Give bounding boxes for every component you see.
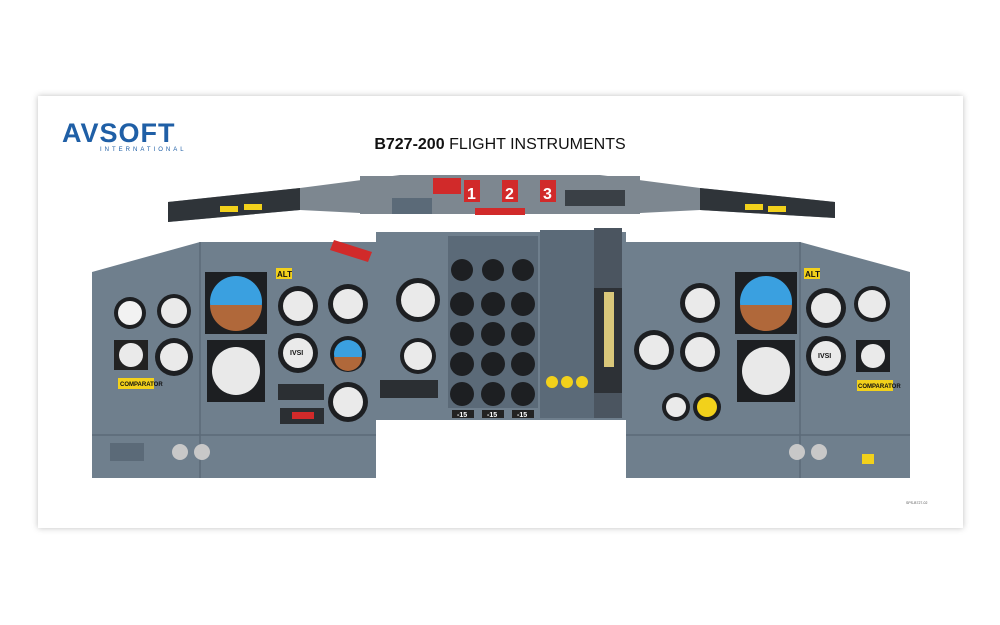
right-instruments: ALT IVSI COMPARATOR: [634, 268, 901, 421]
ivsi-right-label: IVSI: [818, 353, 831, 360]
glareshield: 1 2 3: [168, 175, 835, 222]
page-title: B727-200 FLIGHT INSTRUMENTS: [300, 136, 700, 154]
left-instruments: COMPARATOR ALT IVSI: [114, 240, 372, 424]
n1-readout-3: -15: [517, 412, 527, 419]
comparator-left-label: COMPARATOR: [120, 382, 163, 388]
title-rest: FLIGHT INSTRUMENTS: [449, 136, 626, 153]
comparator-right-label: COMPARATOR: [858, 384, 901, 390]
engine-gauges: [450, 259, 535, 406]
engine-3-label: 3: [543, 186, 552, 203]
ivsi-left-label: IVSI: [290, 350, 303, 357]
alt-left-label: ALT: [277, 270, 292, 279]
brand-name: AVSOFT: [62, 118, 176, 148]
lower-controls: [110, 443, 874, 464]
center-instruments: -15 -15 -15: [380, 236, 588, 419]
title-model: B727-200: [374, 136, 445, 153]
engine-1-label: 1: [467, 186, 476, 203]
avsoft-logo: AVSOFT INTERNATIONAL: [62, 120, 192, 154]
alt-right-label: ALT: [805, 270, 820, 279]
document-id: SPS-B727-02: [906, 501, 928, 505]
n1-readout-1: -15: [457, 412, 467, 419]
engine-2-label: 2: [505, 186, 514, 203]
n1-readout-2: -15: [487, 412, 497, 419]
brand-sub: INTERNATIONAL: [100, 147, 187, 153]
